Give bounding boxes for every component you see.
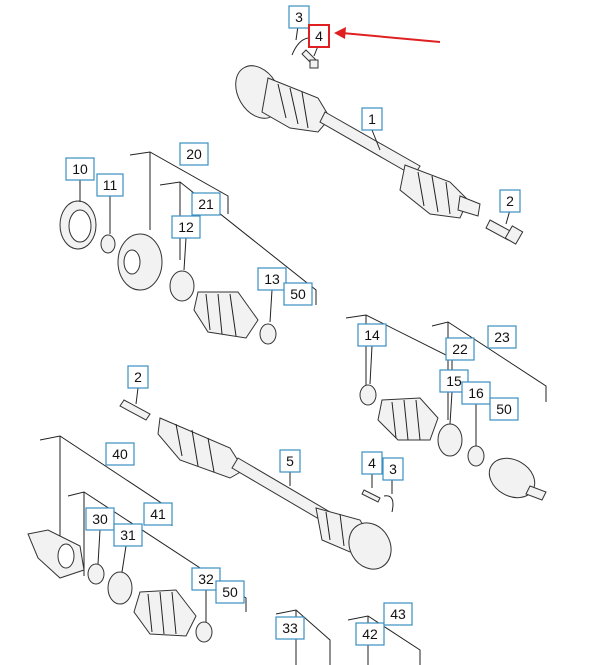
callout-20: 20 [179,142,209,166]
svg-text:32: 32 [198,571,214,587]
svg-text:11: 11 [103,177,118,193]
callout-14: 14 [357,323,387,347]
callout-50-lower: 50 [215,580,245,604]
outer-joint-group-right [345,314,547,501]
clip-and-bolt-upper [291,37,319,69]
svg-text:33: 33 [282,620,298,636]
svg-text:40: 40 [112,446,128,462]
svg-text:31: 31 [120,527,136,543]
cv-joint-group-lower-left [27,435,247,643]
callout-15: 15 [439,369,469,393]
callout-41: 41 [143,502,173,526]
svg-text:10: 10 [72,161,88,177]
svg-text:4: 4 [368,455,376,471]
drive-shaft-upper [235,65,481,219]
svg-text:13: 13 [264,271,280,287]
svg-text:4: 4 [315,28,323,44]
bolt-upper [485,219,524,245]
callout-16: 16 [461,381,491,405]
callout-33: 33 [275,616,305,640]
callout-50-right: 50 [489,397,519,421]
svg-text:43: 43 [390,606,406,622]
callout-3: 3 [288,5,310,29]
callout-13: 13 [257,267,287,291]
callout-50: 50 [283,282,313,306]
highlight-arrow [334,27,441,43]
callout-10: 10 [65,157,95,181]
callout-1: 1 [361,107,383,131]
svg-text:3: 3 [389,461,397,477]
svg-text:41: 41 [150,506,166,522]
callout-11: 11 [96,173,124,197]
svg-text:5: 5 [286,453,294,469]
leader-lines [79,25,511,622]
svg-text:20: 20 [186,146,202,162]
svg-text:30: 30 [92,511,108,527]
callout-4-lower: 4 [361,451,383,475]
svg-text:50: 50 [290,286,306,302]
callout-40: 40 [105,442,135,466]
svg-text:3: 3 [295,9,303,25]
callout-32: 32 [191,567,221,591]
callout-31: 31 [113,523,143,547]
callout-21: 21 [191,192,221,216]
svg-text:16: 16 [468,385,484,401]
callout-22: 22 [445,337,475,361]
svg-text:2: 2 [134,369,142,385]
callout-42: 42 [355,622,385,646]
callout-30: 30 [85,507,115,531]
svg-text:50: 50 [496,401,512,417]
svg-text:22: 22 [452,341,468,357]
clip-and-bolt-lower [361,489,394,513]
svg-text:14: 14 [364,327,380,343]
svg-text:15: 15 [446,373,462,389]
callout-2: 2 [499,189,521,213]
callout-labels: 3 4 1 2 10 11 20 21 12 13 50 14 22 23 15… [65,5,521,646]
callout-12: 12 [171,215,201,239]
callout-3-lower: 3 [382,457,404,481]
svg-text:2: 2 [506,193,514,209]
svg-text:23: 23 [494,329,510,345]
drive-shaft-lower [119,399,392,570]
callout-4-highlighted: 4 [308,24,330,48]
svg-text:42: 42 [362,626,378,642]
callout-2-lower: 2 [127,365,149,389]
svg-text:50: 50 [222,584,238,600]
svg-text:1: 1 [368,111,376,127]
callout-23: 23 [487,325,517,349]
callout-43: 43 [383,602,413,626]
callout-5: 5 [279,449,301,473]
svg-text:12: 12 [178,219,194,235]
svg-text:21: 21 [198,196,214,212]
